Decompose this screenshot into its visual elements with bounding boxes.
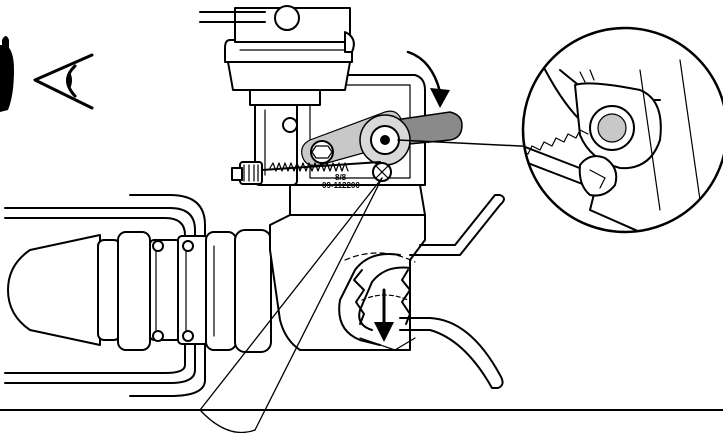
thumb-and-eye-icon (0, 36, 94, 112)
detail-magnifier (521, 26, 723, 234)
part-number-top: 8/8 (335, 173, 347, 182)
down-arrow-icon (374, 288, 394, 342)
curved-arrow-icon (406, 50, 450, 108)
fork-bracket (338, 194, 505, 389)
threaded-rod (231, 161, 381, 185)
part-number: 09-112200 (322, 181, 360, 190)
coupling-hub (7, 229, 272, 353)
actuator-cap (199, 5, 355, 106)
